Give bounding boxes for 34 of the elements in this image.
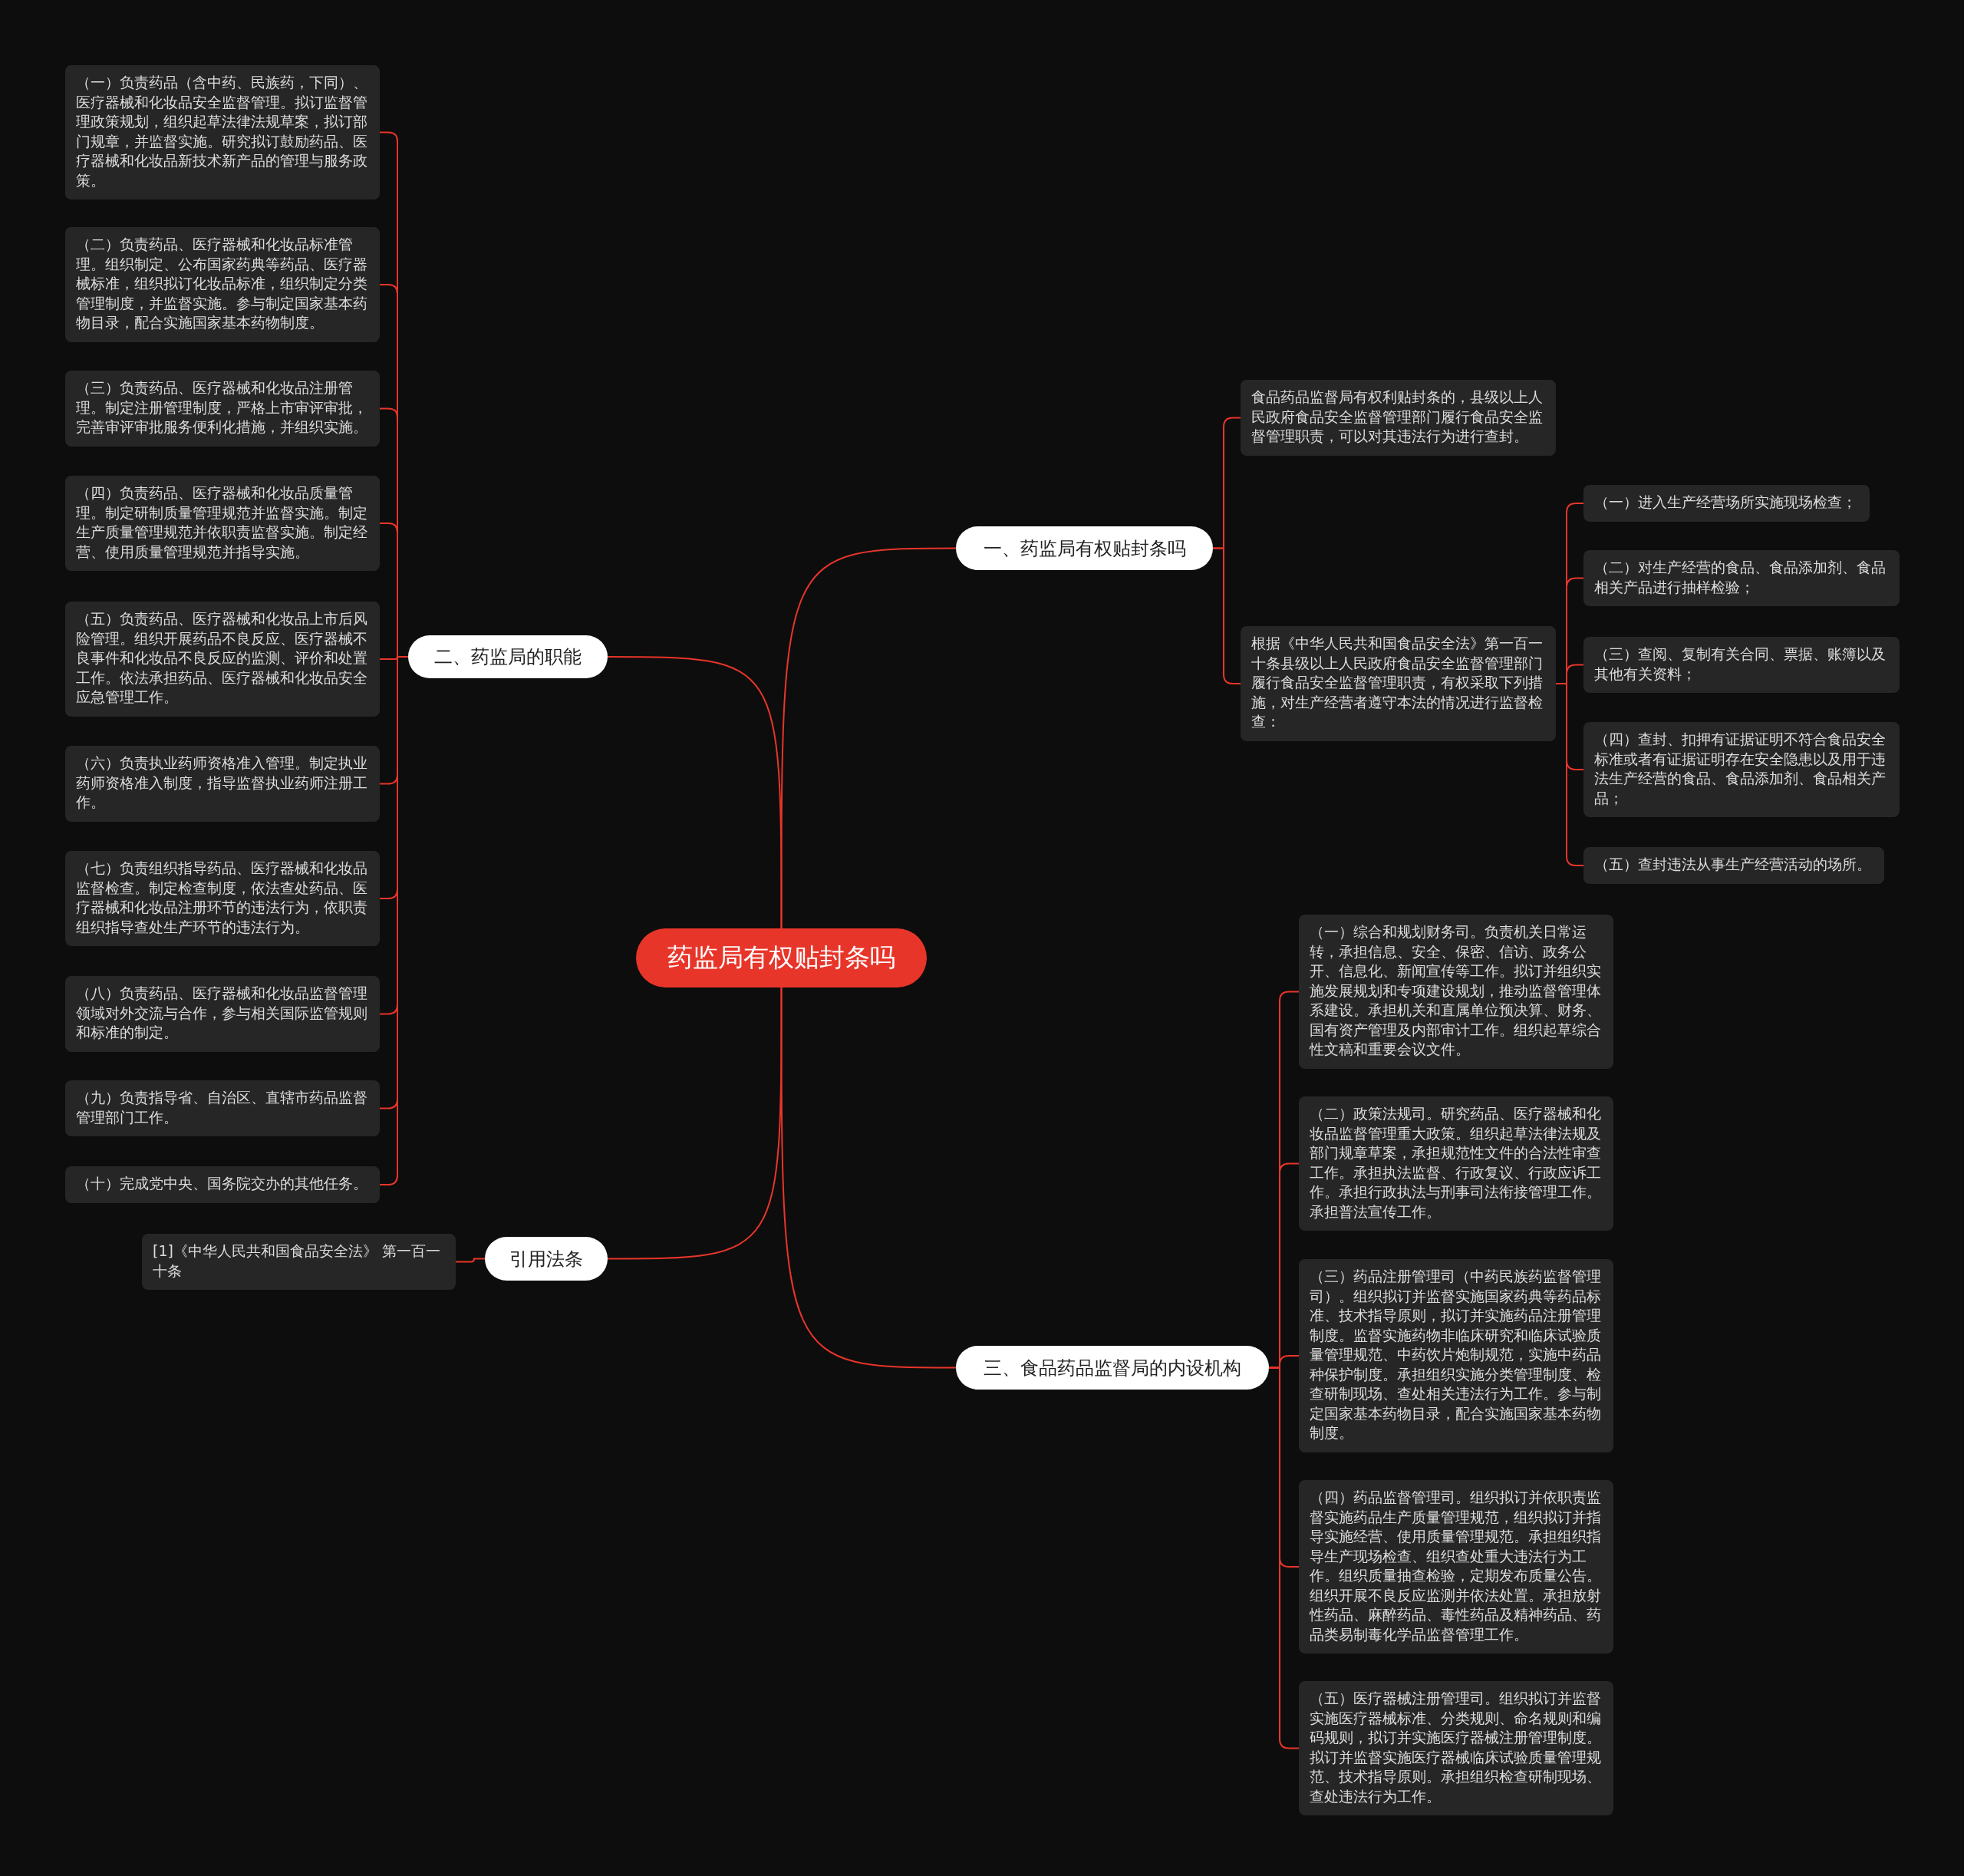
text-card: （五）负责药品、医疗器械和化妆品上市后风险管理。组织开展药品不良反应、医疗器械不良事件和化妆品不良反应的监测、评价和处置工作。依法承担药品、医疗器械和化妆品安全应急管理工作。 xyxy=(65,602,380,717)
text-card: （三）查阅、复制有关合同、票据、账簿以及其他有关资料； xyxy=(1583,637,1900,693)
text-card: （七）负责组织指导药品、医疗器械和化妆品监督检查。制定检查制度，依法查处药品、医疗器械和化妆品注册环节的违法行为，依职责组织指导查处生产环节的违法行为。 xyxy=(65,851,380,946)
text-card: （十）完成党中央、国务院交办的其他任务。 xyxy=(65,1166,380,1203)
text-card: [1]《中华人民共和国食品安全法》 第一百一十条 xyxy=(142,1234,456,1290)
connector xyxy=(607,656,783,929)
text-card: （九）负责指导省、自治区、直辖市药品监督管理部门工作。 xyxy=(65,1080,380,1136)
text-card: （六）负责执业药师资格准入管理。制定执业药师资格准入制度，指导监督执业药师注册工作。 xyxy=(65,746,380,822)
branch-topic: 三、食品药品监督局的内设机构 xyxy=(956,1346,1269,1390)
central-topic: 药监局有权贴封条吗 xyxy=(636,928,927,987)
text-card: （四）药品监督管理司。组织拟订并依职责监督实施药品生产质量管理规范，组织拟订并指导实施经营、使用质量管理规范。承担组织指导生产现场检查、组织查处重大违法行为工作。组织质量抽查检验，定期发布质量公告。组织开展不良反应监测并依法处置。承担放射性药品、麻醉药品、毒性药品及精神药品、药品类易制毒化学品监督管理工作。 xyxy=(1299,1480,1613,1653)
text-card: 根据《中华人民共和国食品安全法》第一百一十条县级以上人民政府食品安全监督管理部门履行食品安全监督管理职责，有权采取下列措施，对生产经营者遵守本法的情况进行监督检查： xyxy=(1241,626,1556,741)
connector xyxy=(1212,547,1241,684)
connector xyxy=(455,1258,486,1263)
text-card: （三）负责药品、医疗器械和化妆品注册管理。制定注册管理制度，严格上市审评审批，完善审评审批服务便利化措施，并组织实施。 xyxy=(65,371,380,447)
branch-topic: 引用法条 xyxy=(485,1237,608,1281)
branch-topic: 一、药监局有权贴封条吗 xyxy=(956,526,1213,570)
text-card: （二）负责药品、医疗器械和化妆品标准管理。组织制定、公布国家药典等药品、医疗器械标准，组织拟订化妆品标准，组织制定分类管理制度，并监督实施。参与制定国家基本药物目录，配合实施国家基本药物制度。 xyxy=(65,227,380,342)
text-card: （五）医疗器械注册管理司。组织拟订并监督实施医疗器械标准、分类规则、命名规则和编码规则，拟订并实施医疗器械注册管理制度。拟订并监督实施医疗器械临床试验质量管理规范、技术指导原则。承担组织检查研制现场、查处违法行为工作。 xyxy=(1299,1681,1613,1815)
connector xyxy=(607,987,783,1260)
text-card: （三）药品注册管理司（中药民族药监督管理司）。组织拟订并监督实施国家药典等药品标准、技术指导原则，拟订并实施药品注册管理制度。监督实施药物非临床研究和临床试验质量管理规范、中药饮片炮制规范，实施中药品种保护制度。承担组织实施分类管理制度、检查研制现场、查处相关违法行为工作。参与制定国家基本药物目录，配合实施国家基本药物制度。 xyxy=(1299,1259,1613,1452)
text-card: （一）负责药品（含中药、民族药，下同）、医疗器械和化妆品安全监督管理。拟订监督管理政策规划，组织起草法律法规草案，拟订部门规章，并监督实施。研究拟订鼓励药品、医疗器械和化妆品新技术新产品的管理与服务政策。 xyxy=(65,65,380,199)
text-card: （一）进入生产经营场所实施现场检查； xyxy=(1583,485,1870,522)
text-card: （四）查封、扣押有证据证明不符合食品安全标准或者有证据证明存在安全隐患以及用于违法生产经营的食品、食品添加剂、食品相关产品； xyxy=(1583,722,1900,817)
text-card: （一）综合和规划财务司。负责机关日常运转，承担信息、安全、保密、信访、政务公开、信息化、新闻宣传等工作。拟订并组织实施发展规划和专项建设规划，推动监督管理体系建设。承担机关和直属单位预决算、财务、国有资产管理及内部审计工作。组织起草综合性文稿和重要会议文件。 xyxy=(1299,915,1613,1069)
connector xyxy=(780,547,957,929)
text-card: （八）负责药品、医疗器械和化妆品监督管理领域对外交流与合作，参与相关国际监管规则和标准的制定。 xyxy=(65,976,380,1052)
text-card: （二）政策法规司。研究药品、医疗器械和化妆品监督管理重大政策。组织起草法律法规及部门规章草案，承担规范性文件的合法性审查工作。承担执法监督、行政复议、行政应诉工作。承担行政执法与刑事司法衔接管理工作。承担普法宣传工作。 xyxy=(1299,1096,1613,1231)
text-card: （二）对生产经营的食品、食品添加剂、食品相关产品进行抽样检验； xyxy=(1583,550,1900,606)
connector xyxy=(780,987,957,1369)
text-card: （四）负责药品、医疗器械和化妆品质量管理。制定研制质量管理规范并监督实施。制定生产质量管理规范并依职责监督实施。制定经营、使用质量管理规范并指导实施。 xyxy=(65,476,380,571)
text-card: 食品药品监督局有权利贴封条的，县级以上人民政府食品安全监督管理部门履行食品安全监督管理职责，可以对其违法行为进行查封。 xyxy=(1241,380,1556,456)
text-card: （五）查封违法从事生产经营活动的场所。 xyxy=(1583,847,1884,884)
branch-topic: 二、药监局的职能 xyxy=(408,635,608,678)
